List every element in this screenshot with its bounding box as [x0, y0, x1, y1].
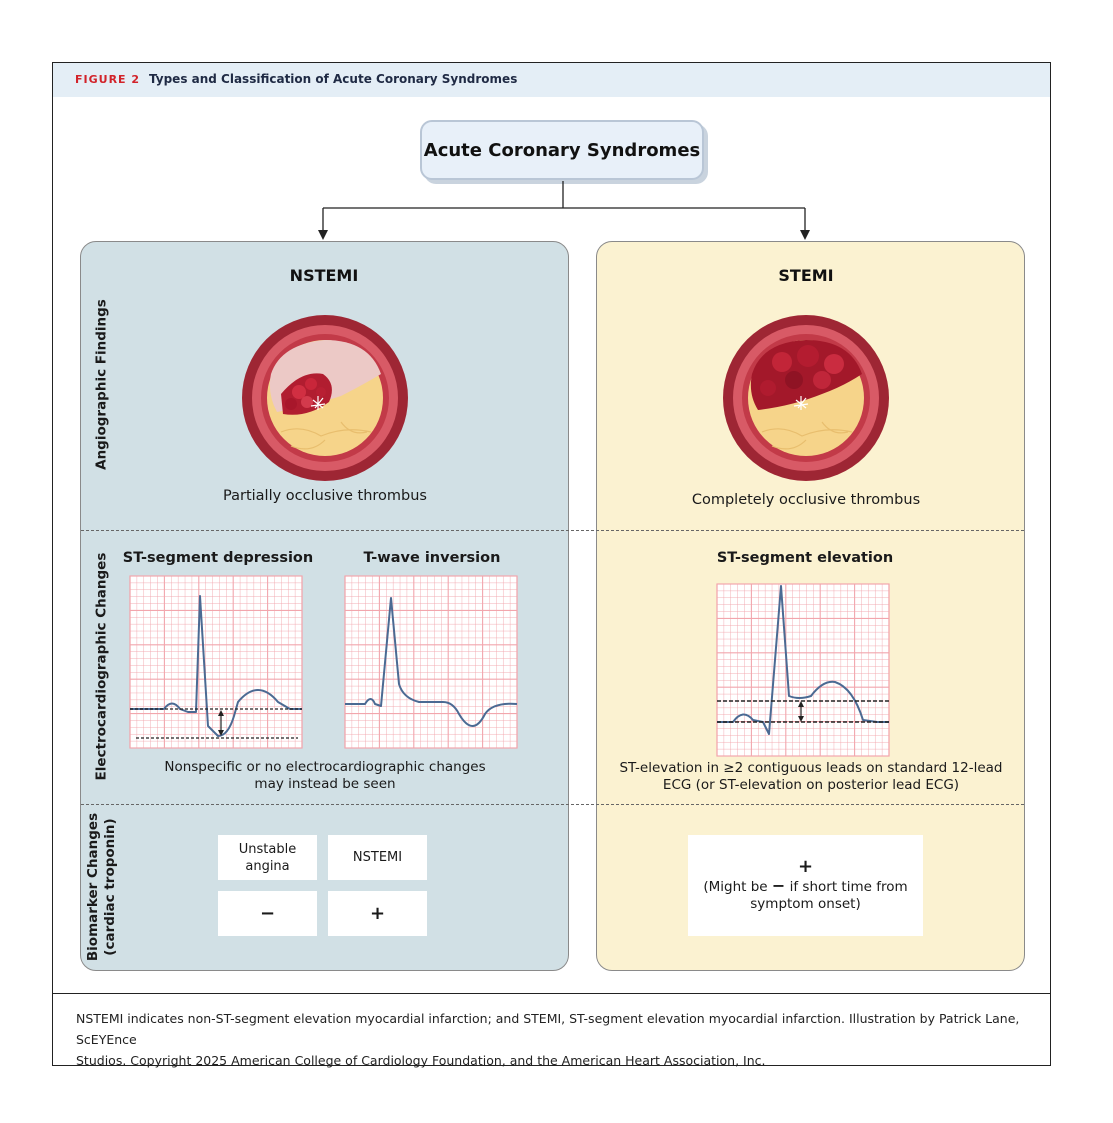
- ecg-grid-border: [129, 575, 303, 749]
- ecg-title-st-elevation: ST-segment elevation: [716, 550, 894, 566]
- caption-line2: Studios. Copyright 2025 American College…: [76, 1053, 766, 1068]
- biomarker-value-nstemi: +: [328, 891, 427, 936]
- stemi-ecg-note-line1: ST-elevation in ≥2 contiguous leads on s…: [619, 760, 1003, 776]
- biomarker-header-unstable-angina: Unstable angina: [218, 835, 317, 880]
- ecg-st-elevation: [716, 583, 890, 757]
- nstemi-ecg-note: Nonspecific or no electrocardiographic c…: [130, 759, 520, 793]
- biomarker-stemi-note-line1: (Might be − if short time from: [703, 877, 907, 896]
- caption-line1: NSTEMI indicates non-ST-segment elevatio…: [76, 1011, 1020, 1047]
- stemi-vessel-illustration: [723, 315, 889, 481]
- biomarker-stemi-box: + (Might be − if short time from symptom…: [688, 835, 923, 936]
- biomarker-header-unstable-angina-line1: Unstable: [238, 841, 297, 857]
- caption-divider: [52, 993, 1051, 994]
- row-label-biomarker-line1: Biomarker Changes: [85, 812, 101, 962]
- root-node-acs: Acute Coronary Syndromes: [420, 120, 704, 180]
- figure-number: FIGURE 2: [75, 73, 141, 86]
- stemi-angiography-caption: Completely occlusive thrombus: [691, 492, 921, 508]
- nstemi-ecg-note-line2: may instead be seen: [254, 776, 396, 792]
- row-label-biomarker-line2: (cardiac troponin): [102, 818, 118, 956]
- biomarker-value-unstable-angina: −: [218, 891, 317, 936]
- ecg-st-depression: [129, 575, 303, 749]
- figure-caption: NSTEMI indicates non-ST-segment elevatio…: [76, 1008, 1036, 1071]
- biomarker-header-unstable-angina-line2: angina: [245, 858, 290, 874]
- biomarker-stemi-note-prefix: (Might be: [703, 879, 768, 895]
- row-label-electrocardiographic: Electrocardiographic Changes: [93, 552, 110, 781]
- row-label-angiographic: Angiographic Findings: [93, 299, 110, 470]
- divider-row2: [81, 804, 1024, 805]
- figure-title: Types and Classification of Acute Corona…: [149, 72, 518, 86]
- biomarker-value-stemi: +: [797, 856, 814, 877]
- ecg-t-wave-inversion: [344, 575, 518, 749]
- figure-frame: [52, 62, 1051, 1066]
- nstemi-vessel-illustration: [242, 315, 408, 481]
- biomarker-stemi-note-minus: −: [771, 876, 786, 895]
- ecg-title-t-wave-inversion: T-wave inversion: [363, 550, 501, 566]
- nstemi-title: NSTEMI: [289, 266, 359, 285]
- row-label-biomarker: Biomarker Changes (cardiac troponin): [85, 812, 119, 962]
- biomarker-stemi-note-line2: symptom onset): [750, 896, 861, 912]
- biomarker-header-nstemi: NSTEMI: [328, 835, 427, 880]
- ecg-grid-border: [716, 583, 890, 757]
- figure-header: FIGURE 2 Types and Classification of Acu…: [53, 63, 1050, 97]
- stemi-ecg-note: ST-elevation in ≥2 contiguous leads on s…: [614, 760, 1008, 794]
- divider-row1: [81, 530, 1024, 531]
- stemi-title: STEMI: [778, 266, 834, 285]
- ecg-grid-border: [344, 575, 518, 749]
- stemi-ecg-note-line2: ECG (or ST-elevation on posterior lead E…: [662, 777, 960, 793]
- ecg-title-st-depression: ST-segment depression: [122, 550, 314, 566]
- nstemi-angiography-caption: Partially occlusive thrombus: [223, 488, 427, 504]
- biomarker-stemi-note-suffix: if short time from: [789, 879, 908, 895]
- nstemi-ecg-note-line1: Nonspecific or no electrocardiographic c…: [164, 759, 486, 775]
